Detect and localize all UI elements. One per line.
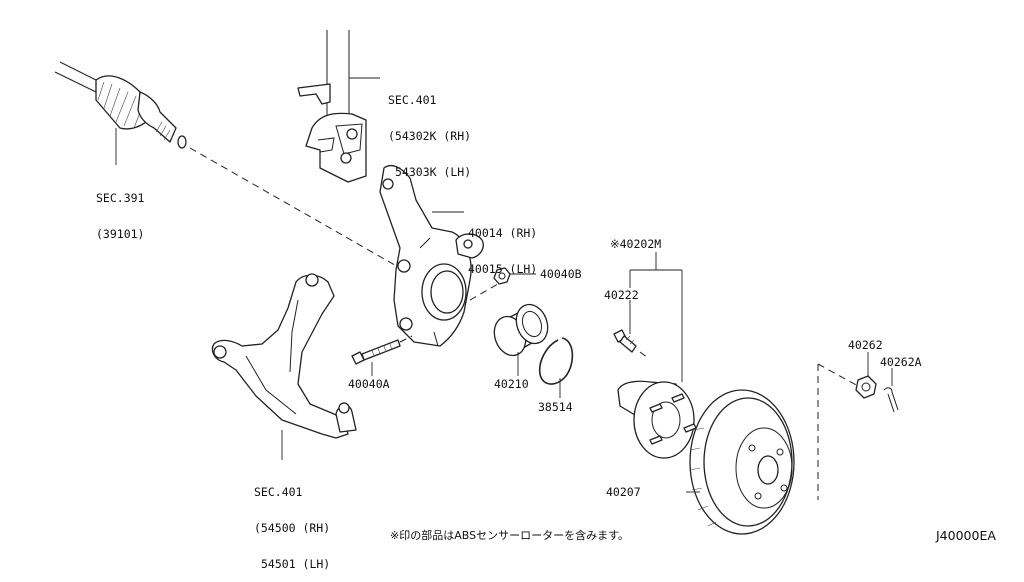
shaft-axis-dashed-line xyxy=(189,147,401,269)
wheel-bearing-40210 xyxy=(493,303,549,357)
label-line: (54500 (RH) xyxy=(254,521,331,535)
nut-axis-dashed-line xyxy=(817,363,859,387)
diagram-code: J40000EA xyxy=(936,528,996,543)
label-line: 40014 (RH) xyxy=(468,226,538,240)
lower-control-arm xyxy=(211,273,357,439)
label-40262: 40262 xyxy=(848,338,883,352)
label-line: 54303K (LH) xyxy=(395,165,472,179)
label-40210: 40210 xyxy=(494,377,529,391)
label-line: SEC.401 xyxy=(388,93,437,107)
snap-ring-38514 xyxy=(538,337,574,385)
label-40040b: 40040B xyxy=(540,267,582,281)
bolt-axis-dashed-line xyxy=(399,335,413,343)
label-line: (39101) xyxy=(96,227,145,241)
hub-axis-dashed-line xyxy=(639,351,649,359)
label-40040a: 40040A xyxy=(348,377,390,391)
label-line: SEC.391 xyxy=(96,191,145,205)
label-arm-sec401: SEC.401 (54500 (RH) 54501 (LH) xyxy=(254,462,330,582)
cotter-pin-40262a xyxy=(883,387,899,413)
label-knuckle: 40014 (RH) 40015 (LH) xyxy=(468,203,537,287)
parts-diagram: SEC.401 (54302K (RH) 54303K (LH) SEC.391… xyxy=(54,30,996,570)
leader-lines xyxy=(115,77,893,493)
label-line: (54302K (RH) xyxy=(388,129,472,143)
bolt-40222 xyxy=(613,329,637,353)
footnote-text: ※印の部品はABSセンサーローターを含みます。 xyxy=(390,529,629,542)
knuckle-axis-dashed-line xyxy=(469,283,499,301)
drive-shaft xyxy=(54,61,187,149)
disc-rotor-40207 xyxy=(689,389,795,535)
label-40207: 40207 xyxy=(606,485,641,499)
nut-40262 xyxy=(855,375,877,399)
wheel-hub-40202m xyxy=(617,380,697,459)
steering-knuckle xyxy=(379,164,484,347)
label-38514: 38514 xyxy=(538,400,573,414)
strut-bracket xyxy=(297,30,367,183)
diagram-drawing xyxy=(54,30,899,535)
bolt-40040a xyxy=(351,339,401,365)
label-strut-sec401: SEC.401 (54302K (RH) 54303K (LH) xyxy=(388,70,471,190)
label-40262a: 40262A xyxy=(880,355,922,369)
label-sec391: SEC.391 (39101) xyxy=(96,168,144,252)
label-line: 40015 (LH) xyxy=(468,262,538,276)
label-line: SEC.401 xyxy=(254,485,303,499)
label-40202m: ※40202M xyxy=(610,237,662,251)
nut-40040b xyxy=(493,267,511,285)
label-40222: 40222 xyxy=(604,288,639,302)
